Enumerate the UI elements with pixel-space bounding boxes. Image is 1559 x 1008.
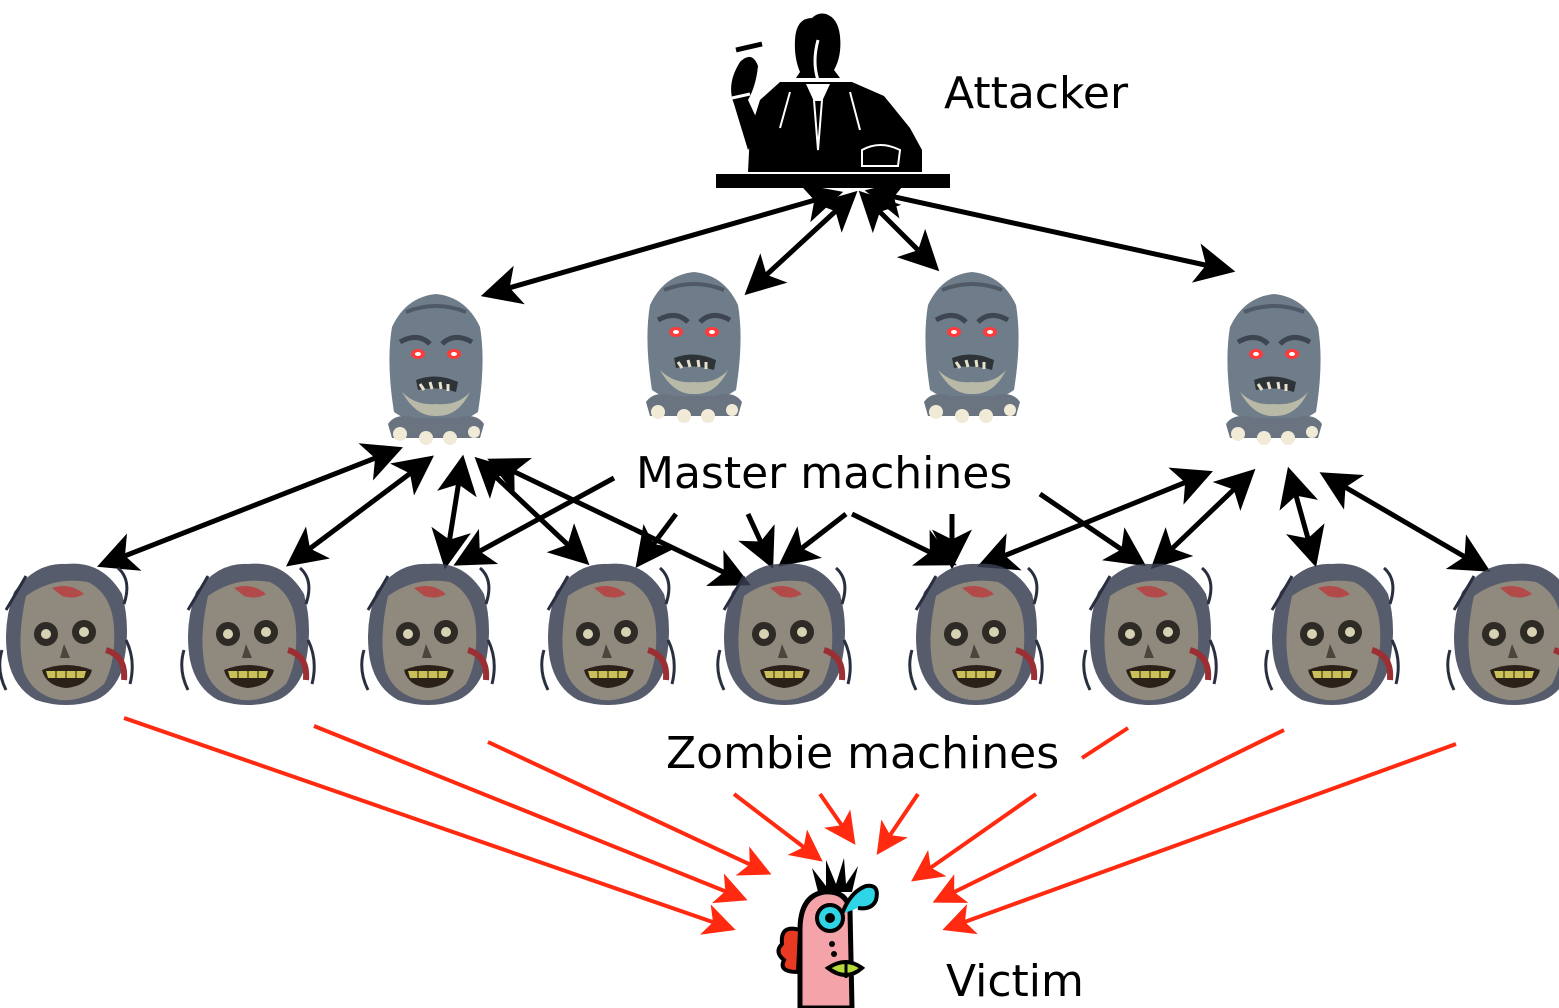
zombie-head-icon (182, 564, 315, 705)
attack-arrow (876, 792, 920, 855)
attack-arrow (942, 742, 1457, 935)
control-arrow (864, 179, 1236, 283)
control-arrow (480, 183, 844, 305)
control-arrow (286, 455, 434, 567)
masked-figure-icon (924, 272, 1020, 423)
control-arrow (744, 190, 858, 296)
zombie-machines (0, 564, 1559, 705)
attacker-figure-icon (716, 13, 950, 188)
control-arrow (858, 190, 940, 272)
attack-arrow (1080, 726, 1130, 760)
masked-figure-icon (646, 272, 742, 423)
control-arrow (1319, 472, 1491, 572)
control-arrow (738, 512, 775, 569)
attack-arrow (911, 792, 1038, 882)
master-machines-label: Master machines (636, 448, 1012, 499)
control-arrow (850, 511, 957, 566)
zombie-machines-label: Zombie machines (666, 728, 1059, 779)
control-arrow (1279, 466, 1325, 568)
zombie-head-icon (1266, 564, 1399, 705)
zombie-head-icon (1448, 564, 1559, 705)
control-arrow (431, 454, 477, 570)
zombie-head-icon (542, 564, 675, 705)
masked-figure-icon (388, 294, 484, 445)
zombie-head-icon (1084, 564, 1217, 705)
master-label-backing (626, 444, 1032, 498)
zombie-label-backing (654, 722, 1078, 784)
masked-figure-icon (1226, 294, 1322, 445)
control-arrow (778, 512, 848, 567)
zombie-head-icon (718, 564, 851, 705)
attack-arrow (487, 740, 772, 876)
zombie-head-icon (362, 564, 495, 705)
attack-arrow (123, 716, 736, 935)
control-arrow (487, 458, 751, 586)
attack-arrow (818, 792, 856, 845)
victim-cartoon-icon (776, 858, 879, 1008)
attack-links (123, 716, 1457, 935)
attack-arrow (732, 792, 823, 862)
zombie-head-icon (910, 564, 1043, 705)
control-arrow (97, 443, 403, 571)
master-zombie-links (97, 443, 1491, 586)
attack-arrow (932, 728, 1285, 903)
attack-arrow (313, 724, 748, 904)
attacker-master-links (480, 179, 1236, 305)
control-arrow (635, 512, 678, 568)
zombie-head-icon (0, 564, 132, 705)
control-arrow (1150, 468, 1256, 570)
attacker-label: Attacker (944, 68, 1129, 119)
control-arrow (453, 475, 616, 566)
master-machines (388, 272, 1322, 445)
victim-label: Victim (946, 956, 1084, 1007)
